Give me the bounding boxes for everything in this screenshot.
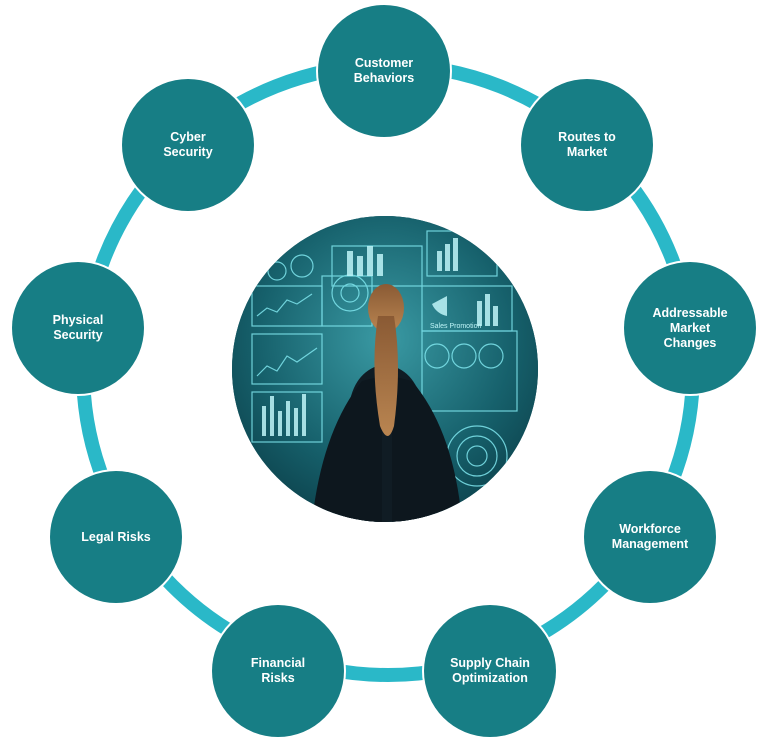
center-image: Sales Promotion (232, 216, 538, 522)
node-financial-risks: Financial Risks (212, 605, 344, 737)
businesswoman-hologram-dashboard-icon: Sales Promotion (232, 216, 538, 522)
node-customer-behaviors: Customer Behaviors (318, 5, 450, 137)
node-label: Supply Chain Optimization (450, 656, 530, 685)
node-label: Addressable Market Changes (652, 305, 728, 350)
node-label: Legal Risks (81, 529, 151, 544)
node-addressable-market-changes: Addressable Market Changes (624, 262, 756, 394)
node-cyber-security: Cyber Security (122, 79, 254, 211)
node-label: Cyber Security (163, 130, 213, 159)
node-workforce-management: Workforce Management (584, 471, 716, 603)
node-physical-security: Physical Security (12, 262, 144, 394)
screen-caption: Sales Promotion (430, 323, 481, 330)
node-routes-to-market: Routes to Market (521, 79, 653, 211)
node-label: Financial Risks (250, 656, 306, 685)
node-supply-chain-optimization: Supply Chain Optimization (424, 605, 556, 737)
node-label: Customer Behaviors (353, 56, 415, 85)
node-label: Routes to Market (558, 130, 616, 159)
node-label: Workforce Management (611, 522, 689, 551)
node-label: Physical Security (52, 313, 104, 342)
node-legal-risks: Legal Risks (50, 471, 182, 603)
